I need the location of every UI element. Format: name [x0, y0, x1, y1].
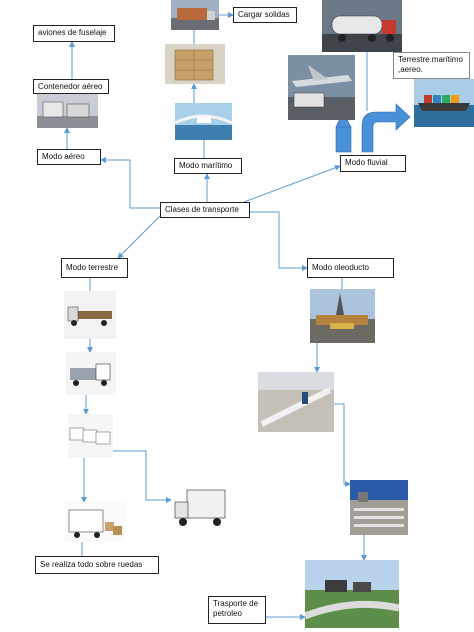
- node-modo-terrestre: Modo terrestre: [61, 258, 128, 278]
- photo-air-cargo: [37, 94, 98, 128]
- photo-truck-loaded: [171, 0, 219, 30]
- photo-container-ship: [414, 79, 474, 127]
- photo-cargo-plane: [288, 55, 355, 120]
- connector-clases-oleoducto: [250, 211, 308, 271]
- node-aviones-fuselaje: aviones de fuselaje: [33, 25, 115, 42]
- photo-pipe-laying: [258, 372, 334, 432]
- node-trasporte-petroleo: Trasporte de petroleo: [208, 596, 266, 624]
- connector-pipe-yard: [334, 403, 351, 487]
- connector-fleet-box: [113, 450, 172, 503]
- photo-pipe-yard: [350, 480, 408, 535]
- node-clases-transporte: Clases de transporte: [160, 202, 250, 218]
- photo-oil-pipeline: [305, 560, 399, 628]
- node-modo-maritimo: Modo marítimo: [174, 158, 242, 174]
- photo-drilling: [310, 289, 375, 343]
- photo-fleet-trucks: [68, 414, 113, 458]
- fluvial-arrow-shape: [335, 103, 411, 153]
- node-modo-fluvial: Modo fluvial: [340, 155, 406, 172]
- node-modo-aereo: Modo aéreo: [37, 149, 101, 165]
- node-cargar-solidas: Cargar solidas: [233, 7, 297, 23]
- connector-clases-terrestre: [117, 215, 161, 259]
- connector-clases-fluvial: [243, 164, 341, 203]
- node-modo-oleoducto: Modo oleoducto: [307, 258, 394, 278]
- connector-clases-aereo: [100, 157, 160, 209]
- node-contenedor-aereo: Contenedor aéreo: [33, 79, 109, 94]
- photo-flatbed-truck: [64, 291, 116, 339]
- node-terrestre-maritimo-aereo: Terrestre.marítimo ,aereo.: [393, 52, 470, 79]
- photo-moving-van: [65, 502, 125, 542]
- node-realiza-ruedas: Se realiza todo sobre ruedas: [35, 556, 159, 574]
- photo-semi-truck: [66, 352, 116, 395]
- photo-tanker-truck: [322, 0, 402, 52]
- photo-box-truck: [171, 484, 231, 532]
- photo-ship-bridge: [175, 103, 232, 140]
- photo-pallets: [165, 44, 225, 84]
